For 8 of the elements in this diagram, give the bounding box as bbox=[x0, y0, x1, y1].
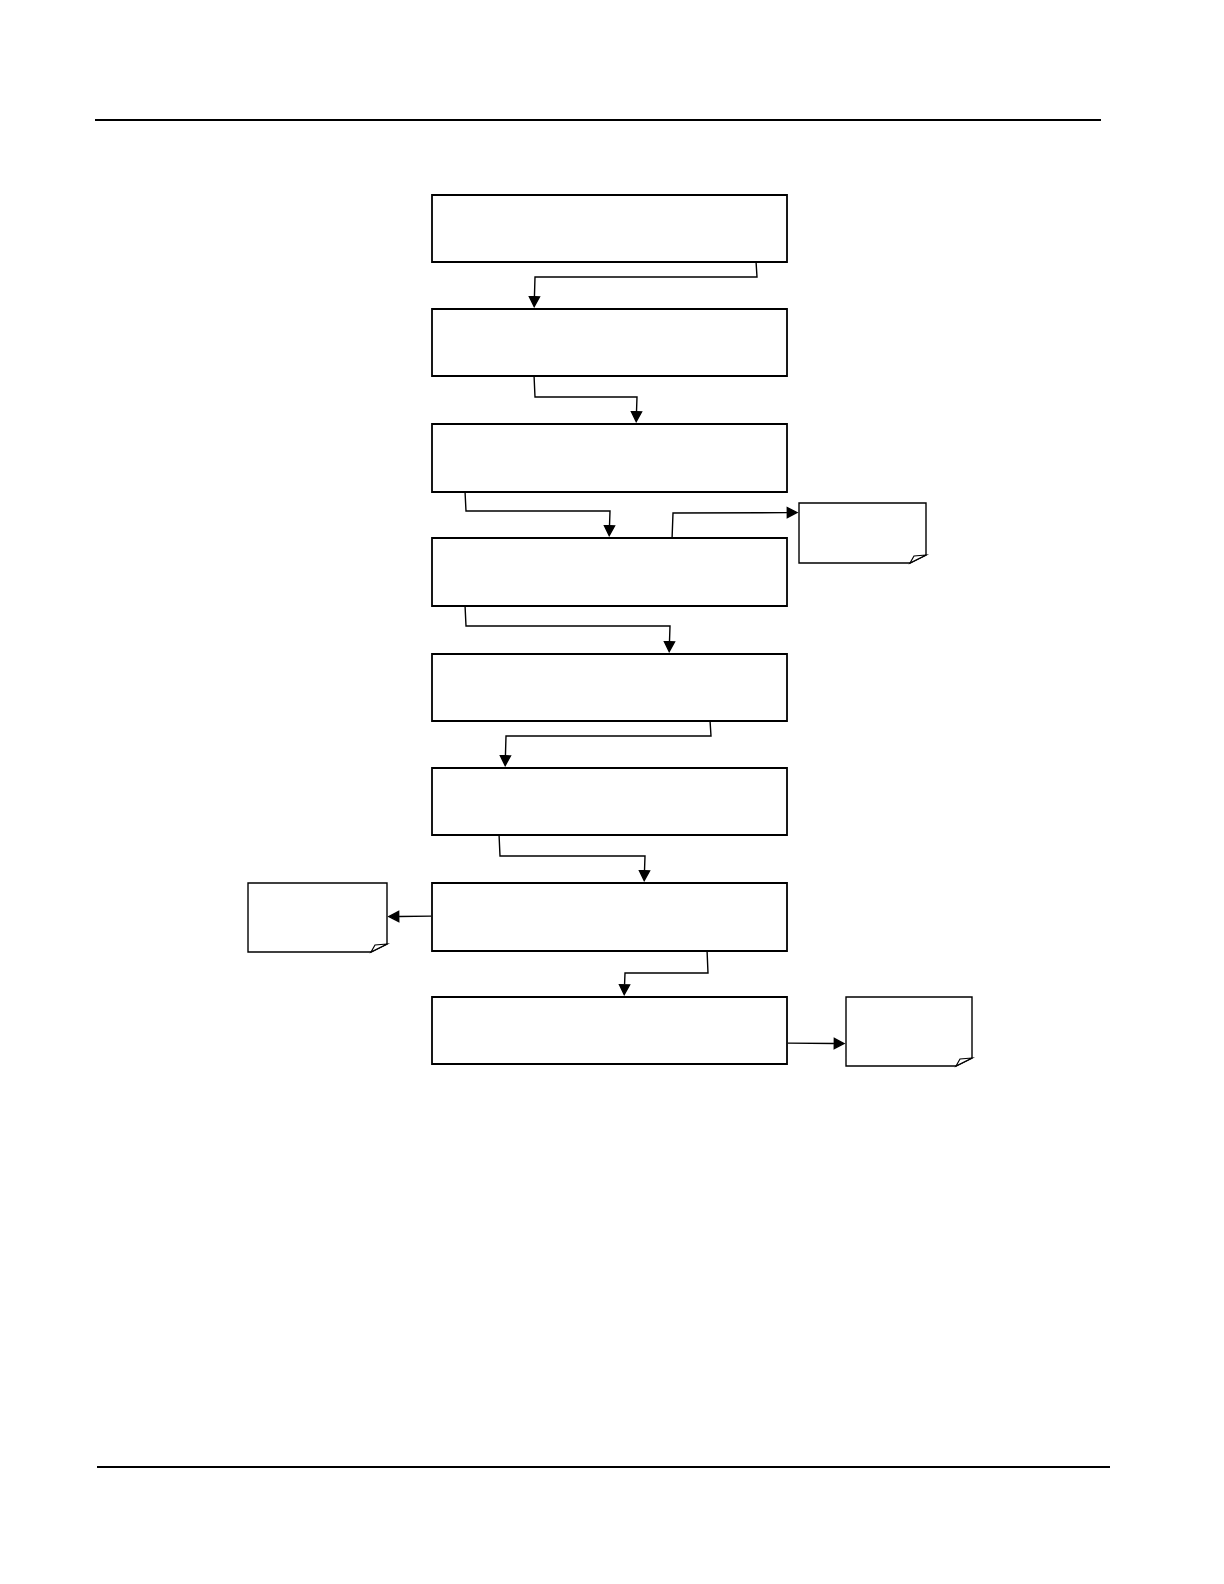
process-box bbox=[431, 882, 788, 952]
process-box bbox=[431, 996, 788, 1065]
process-box bbox=[431, 653, 788, 722]
process-box bbox=[431, 423, 788, 493]
process-box bbox=[431, 194, 788, 263]
process-box bbox=[431, 308, 788, 377]
process-box bbox=[431, 767, 788, 836]
process-box bbox=[431, 537, 788, 607]
